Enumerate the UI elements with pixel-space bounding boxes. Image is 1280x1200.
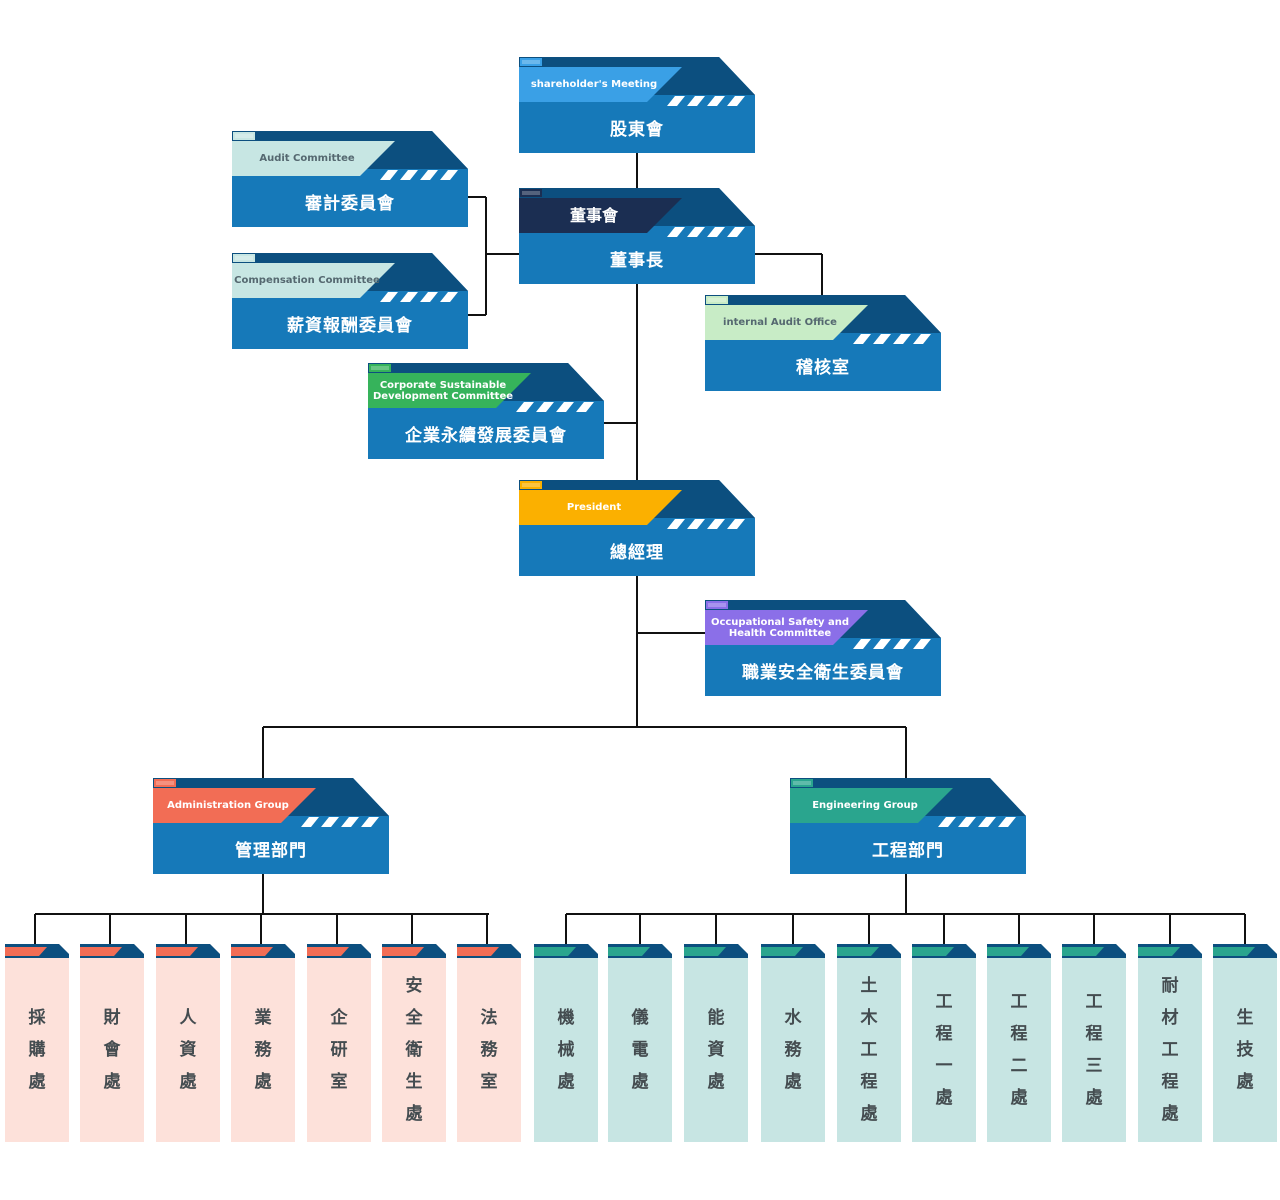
- unit-label: 業務處: [254, 1008, 272, 1092]
- unit-shape: [382, 944, 446, 1142]
- node-english-label: shareholder's Meeting: [530, 79, 658, 90]
- node-chinese-label: 董事長: [610, 250, 664, 271]
- unit-label: 儀電處: [631, 1008, 649, 1092]
- unit-shape: [684, 944, 748, 1142]
- node-english-label: Administration Group: [167, 800, 289, 811]
- unit-label: 工程一處: [935, 992, 953, 1108]
- unit-shape: [5, 944, 69, 1142]
- card-shape: [519, 188, 755, 284]
- unit-shape: [1062, 944, 1126, 1142]
- node-english-label: Occupational Safety and Health Committee: [710, 616, 850, 639]
- node-english-label: Corporate Sustainable Development Commit…: [372, 379, 514, 402]
- unit-shape: [80, 944, 144, 1142]
- unit-shape: [1138, 944, 1202, 1142]
- administration-unit: 人資處: [156, 944, 220, 1142]
- unit-label: 工程三處: [1085, 992, 1103, 1108]
- unit-label: 土木工程處: [860, 976, 878, 1124]
- administration-unit: 採購處: [5, 944, 69, 1142]
- card-shape: [232, 131, 468, 227]
- engineering-unit: 工程三處: [1062, 944, 1126, 1142]
- engineering-unit: 水務處: [761, 944, 825, 1142]
- unit-label: 財會處: [103, 1008, 121, 1092]
- unit-label: 人資處: [179, 1008, 197, 1092]
- unit-shape: [534, 944, 598, 1142]
- unit-label: 能資處: [707, 1008, 725, 1092]
- card-shape: [232, 253, 468, 349]
- administration-unit: 安全衛生處: [382, 944, 446, 1142]
- unit-shape: [307, 944, 371, 1142]
- card-shape: [153, 778, 389, 874]
- engineering-unit: 土木工程處: [837, 944, 901, 1142]
- card-shape: [519, 480, 755, 576]
- unit-shape: [837, 944, 901, 1142]
- administration-unit: 法務室: [457, 944, 521, 1142]
- node-chinese-label: 審計委員會: [305, 193, 395, 214]
- card-shape: [368, 363, 604, 459]
- unit-shape: [156, 944, 220, 1142]
- node-chinese-label: 薪資報酬委員會: [287, 315, 413, 336]
- unit-label: 採購處: [28, 1008, 46, 1092]
- engineering-unit: 生技處: [1213, 944, 1277, 1142]
- node-english-label: internal Audit Office: [723, 317, 837, 328]
- node-board-label: 董事會: [569, 205, 618, 225]
- engineering-unit: 工程一處: [912, 944, 976, 1142]
- card-shape: [705, 295, 941, 391]
- card-shape: [705, 600, 941, 696]
- unit-label: 生技處: [1236, 1008, 1254, 1092]
- administration-unit: 企研室: [307, 944, 371, 1142]
- node-english-label: Engineering Group: [812, 800, 918, 811]
- unit-label: 機械處: [557, 1008, 575, 1092]
- unit-shape: [457, 944, 521, 1142]
- administration-unit: 財會處: [80, 944, 144, 1142]
- unit-label: 企研室: [330, 1008, 348, 1092]
- unit-shape: [987, 944, 1051, 1142]
- node-english-label: Audit Committee: [259, 153, 355, 164]
- engineering-unit: 工程二處: [987, 944, 1051, 1142]
- administration-unit: 業務處: [231, 944, 295, 1142]
- unit-shape: [231, 944, 295, 1142]
- engineering-unit: 能資處: [684, 944, 748, 1142]
- node-chinese-label: 股東會: [610, 119, 664, 140]
- unit-label: 水務處: [784, 1008, 802, 1092]
- engineering-unit: 耐材工程處: [1138, 944, 1202, 1142]
- unit-label: 法務室: [480, 1008, 498, 1092]
- node-chinese-label: 職業安全衛生委員會: [742, 662, 904, 683]
- node-english-label: President: [566, 502, 622, 513]
- unit-label: 安全衛生處: [405, 976, 423, 1124]
- unit-shape: [608, 944, 672, 1142]
- engineering-unit: 儀電處: [608, 944, 672, 1142]
- node-chinese-label: 管理部門: [235, 840, 307, 861]
- card-shape: [790, 778, 1026, 874]
- card-shape: [519, 57, 755, 153]
- node-chinese-label: 總經理: [610, 542, 664, 563]
- node-chinese-label: 工程部門: [872, 840, 944, 861]
- unit-shape: [1213, 944, 1277, 1142]
- engineering-unit: 機械處: [534, 944, 598, 1142]
- node-chinese-label: 稽核室: [796, 357, 850, 378]
- node-english-label: Compensation Committee: [234, 275, 380, 286]
- unit-shape: [912, 944, 976, 1142]
- unit-shape: [761, 944, 825, 1142]
- unit-label: 耐材工程處: [1161, 976, 1179, 1124]
- unit-label: 工程二處: [1010, 992, 1028, 1108]
- node-chinese-label: 企業永續發展委員會: [405, 425, 567, 446]
